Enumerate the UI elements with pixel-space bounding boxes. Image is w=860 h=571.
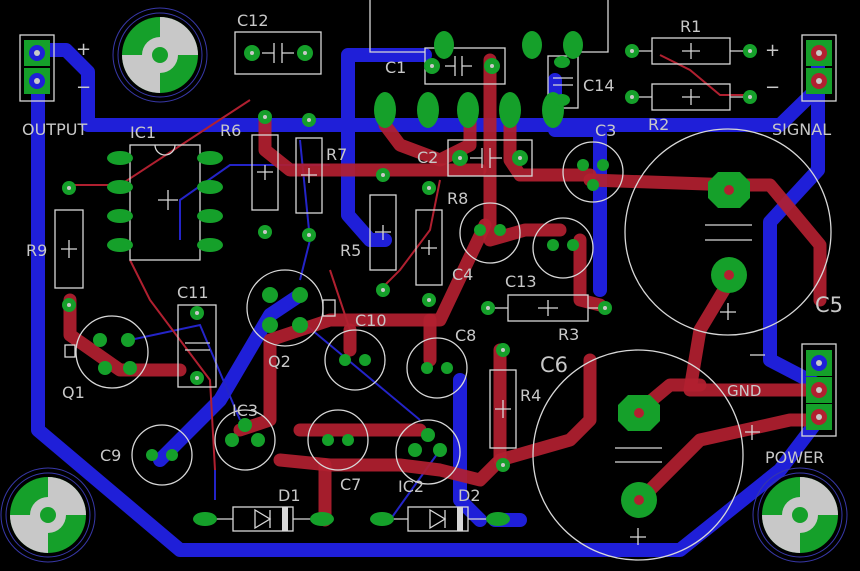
power-label: POWER — [765, 448, 824, 467]
c12-label: C12 — [237, 11, 269, 30]
c1-label: C1 — [385, 58, 406, 77]
r5-label: R5 — [340, 241, 361, 260]
q1-label: Q1 — [62, 383, 85, 402]
c13-label: C13 — [505, 272, 537, 291]
gnd-label: GND — [727, 382, 761, 400]
d2-label: D2 — [458, 486, 481, 505]
mounting-holes — [0, 7, 848, 563]
c9-label: C9 — [100, 446, 121, 465]
mounting-hole-bottom-right — [752, 467, 848, 563]
c2-label: C2 — [417, 148, 438, 167]
c7-label: C7 — [340, 475, 361, 494]
mounting-hole-bottom-left — [0, 467, 96, 563]
signal-label: SIGNAL — [772, 120, 831, 139]
r9-label: R9 — [26, 241, 47, 260]
r8-label: R8 — [447, 189, 468, 208]
c5-label: C5 — [815, 293, 843, 317]
silkscreen-labels: OUTPUT SIGNAL POWER GND + − + − IC1 IC2 … — [22, 11, 843, 505]
c11-label: C11 — [177, 283, 209, 302]
q2-label: Q2 — [268, 352, 291, 371]
r2-label: R2 — [648, 115, 669, 134]
pads-layer — [24, 31, 832, 526]
d1-label: D1 — [278, 486, 301, 505]
signal-minus-mark: − — [765, 77, 780, 98]
r4-label: R4 — [520, 386, 541, 405]
r7-label: R7 — [326, 145, 347, 164]
ic3-label: IC3 — [232, 401, 258, 420]
signal-terminal-pads — [806, 40, 832, 94]
r1-label: R1 — [680, 17, 701, 36]
c4-label: C4 — [452, 265, 473, 284]
r6-label: R6 — [220, 121, 241, 140]
c8-label: C8 — [455, 326, 476, 345]
output-plus-mark: + — [76, 39, 91, 60]
output-terminal-pads — [24, 40, 50, 94]
mounting-hole-top-left — [112, 7, 208, 103]
output-minus-mark: − — [76, 77, 91, 98]
ic2-label: IC2 — [398, 477, 424, 496]
power-terminal-pads — [806, 350, 832, 430]
r3-label: R3 — [558, 325, 579, 344]
c6-label: C6 — [540, 353, 568, 377]
signal-plus-mark: + — [765, 40, 780, 61]
ic1-label: IC1 — [130, 123, 156, 142]
c10-label: C10 — [355, 311, 387, 330]
output-label: OUTPUT — [22, 120, 87, 139]
silkscreen-layer — [19, 0, 837, 561]
c3-label: C3 — [595, 121, 616, 140]
c14-label: C14 — [583, 76, 615, 95]
